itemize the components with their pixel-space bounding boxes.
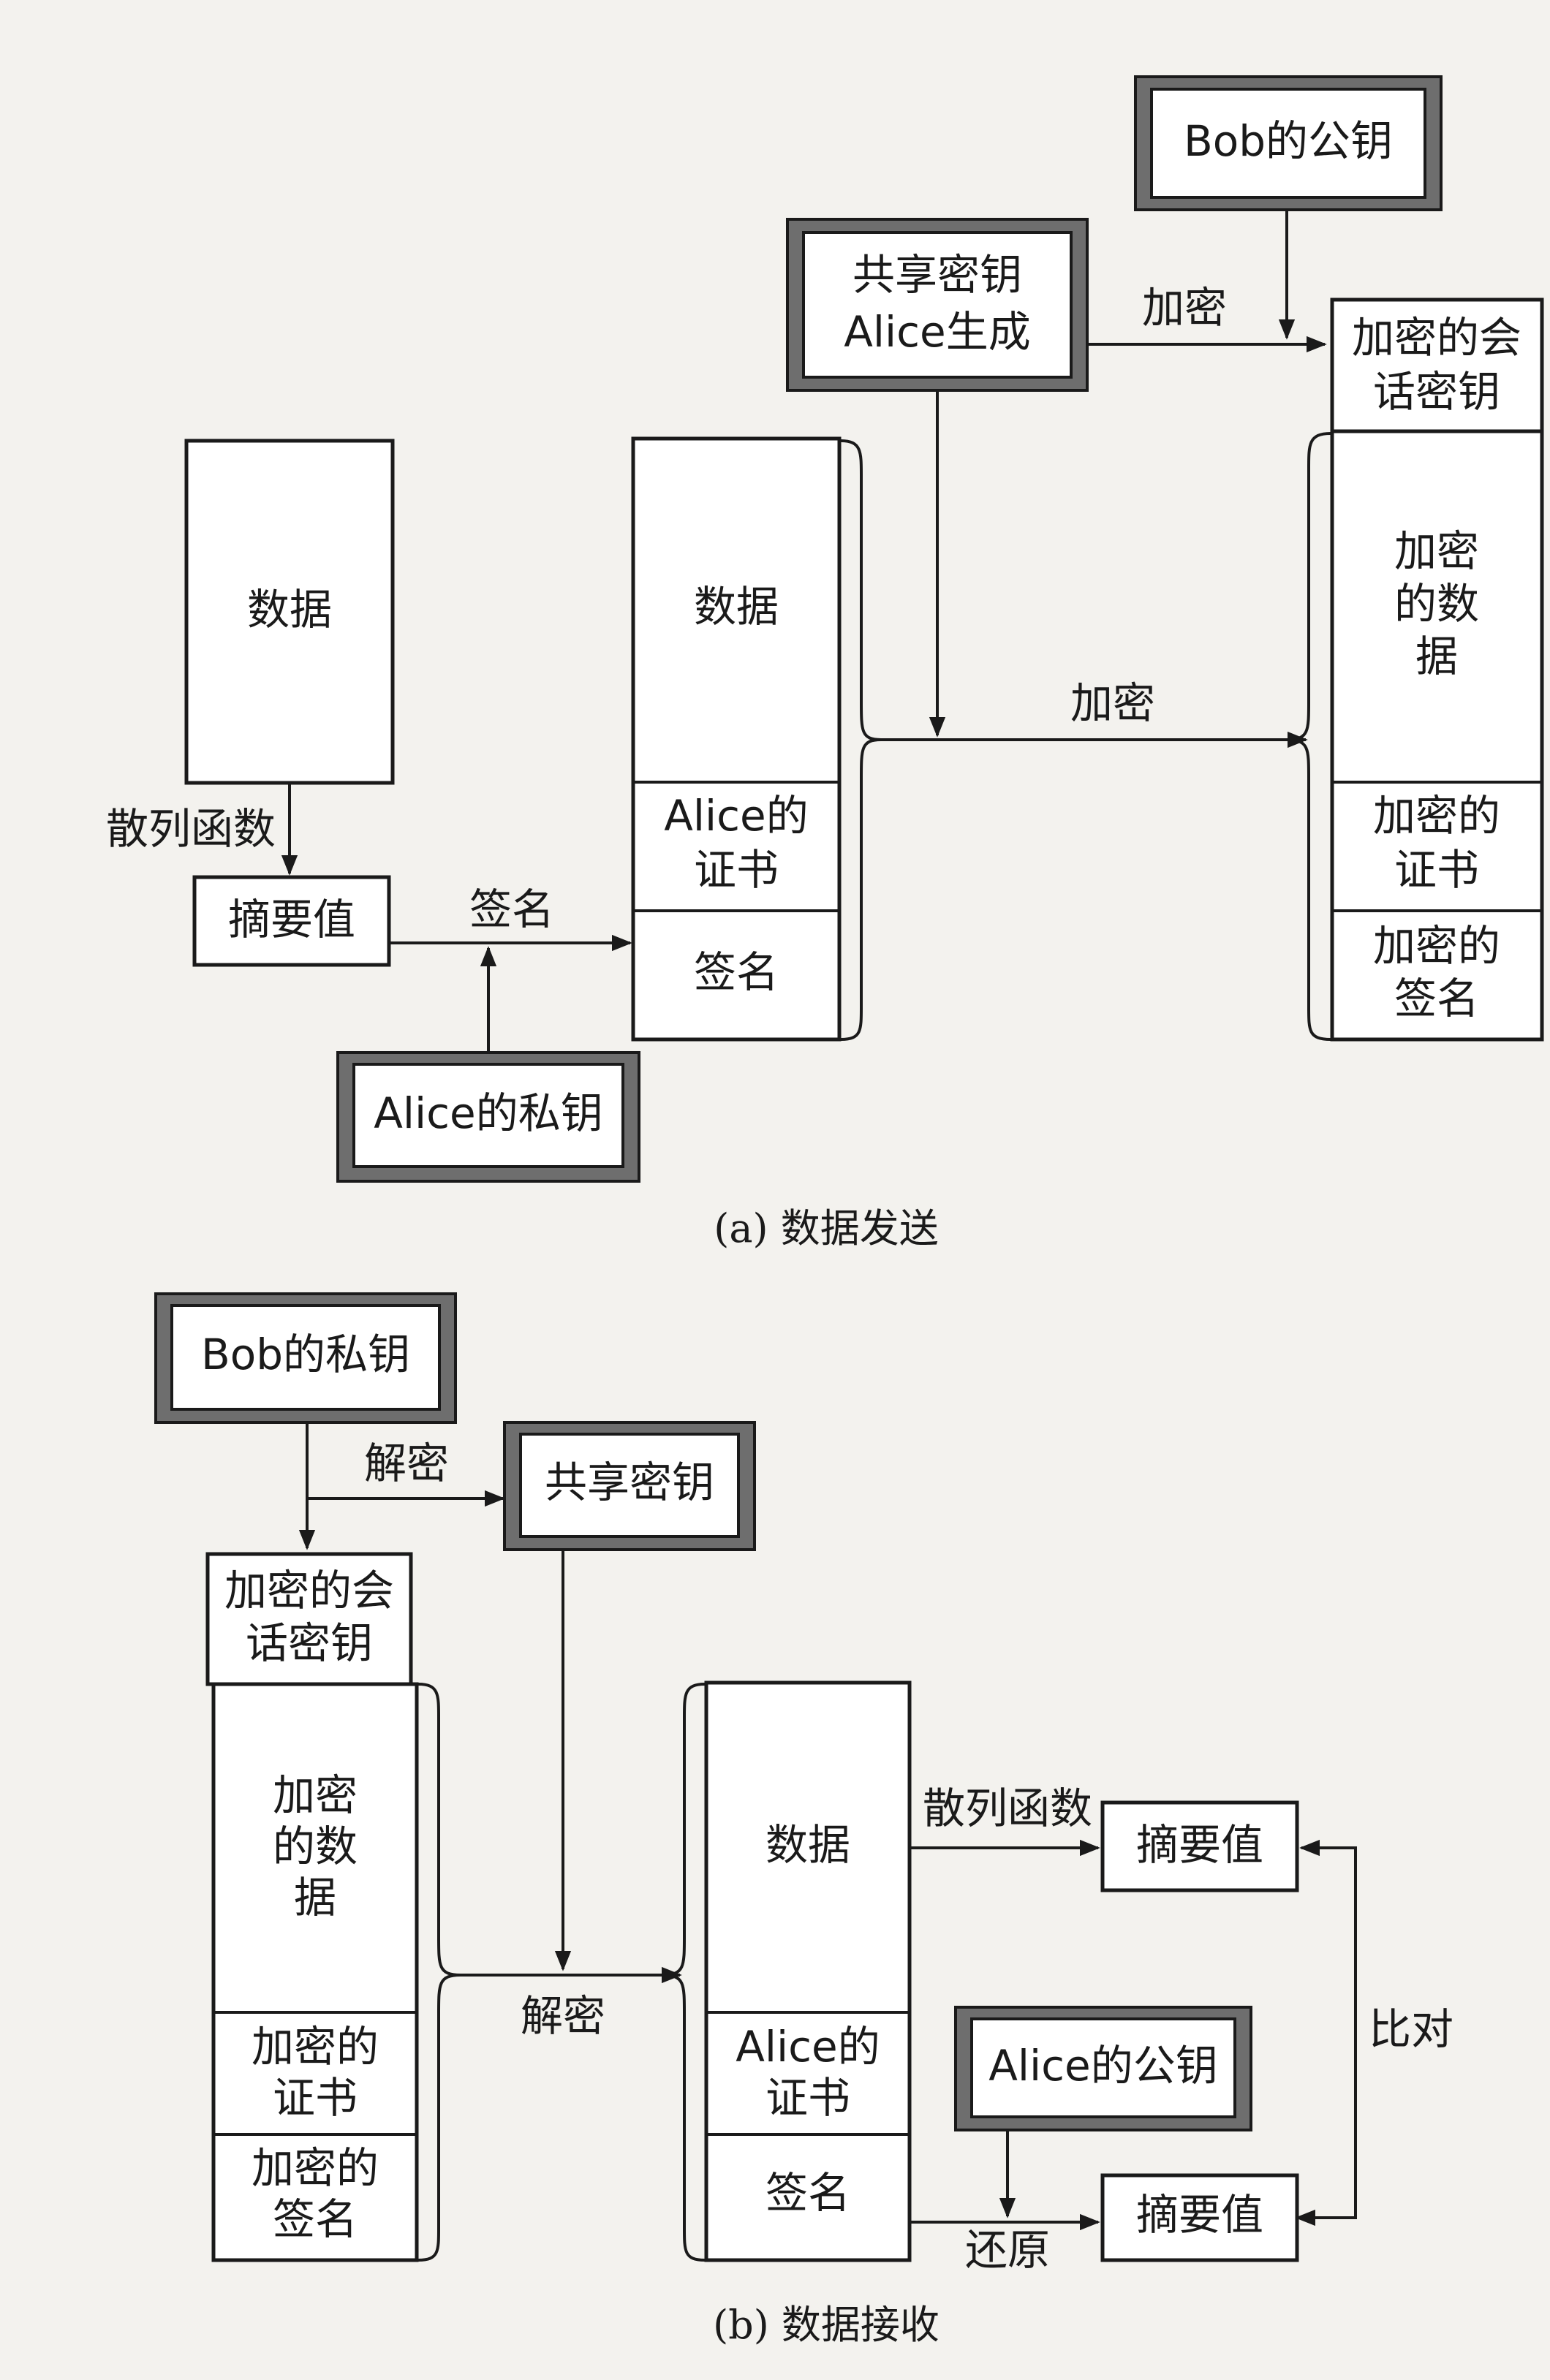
send-hash-label: 散列函数 (106, 804, 276, 854)
send-enc-data-1: 加密 (1394, 526, 1479, 576)
send-enc-session-key-1: 加密的会 (1352, 313, 1521, 363)
recv-enc-cert-1: 加密的 (252, 2022, 379, 2072)
recv-enc-data-1: 加密 (273, 1770, 358, 1820)
recv-decrypt-label-top: 解密 (364, 1439, 449, 1488)
send-sign-label: 签名 (469, 884, 554, 934)
send-data-label: 数据 (247, 585, 332, 634)
send-encrypted-output: 加密的会 话密钥 加密 的数 据 加密的 证书 加密的 签名 (1330, 298, 1544, 1042)
alice-private-key-label: Alice的私钥 (374, 1088, 602, 1138)
recv-encrypted-input: 加密的会 话密钥 加密 的数 据 加密的 证书 加密的 签名 (205, 1552, 419, 2262)
recv-enc-session-key-2: 话密钥 (246, 1618, 373, 1668)
send-enc-cert-2: 证书 (1394, 845, 1479, 895)
shared-key-label-2: Alice生成 (844, 307, 1030, 357)
alice-public-key-box: Alice的公钥 (954, 2006, 1252, 2131)
send-bundle-cert-2: 证书 (694, 845, 779, 895)
recv-enc-cert-2: 证书 (273, 2073, 358, 2123)
shared-key-box-recv: 共享密钥 (503, 1421, 756, 1551)
send-enc-cert-1: 加密的 (1373, 791, 1500, 841)
recv-input-brace (417, 1683, 461, 2262)
bob-public-key-box: Bob的公钥 (1134, 75, 1443, 211)
recv-digest-box-1: 摘要值 (1100, 1800, 1299, 1892)
recv-compare-label: 比对 (1369, 2004, 1453, 2054)
send-enc-sig-2: 签名 (1394, 974, 1479, 1023)
recv-bundle-data: 数据 (765, 1820, 850, 1870)
bob-private-key-box: Bob的私钥 (154, 1292, 457, 1424)
send-bundle-signature: 签名 (694, 947, 779, 997)
recv-bundle-signature: 签名 (765, 2168, 850, 2218)
alice-public-key-label: Alice的公钥 (988, 2041, 1217, 2091)
recv-enc-data-3: 据 (294, 1873, 336, 1922)
send-bundle-data: 数据 (694, 582, 779, 632)
send-bundle: 数据 Alice的 证书 签名 (631, 436, 842, 1042)
recv-digest-label-2: 摘要值 (1136, 2190, 1263, 2240)
send-caption: (a) 数据发送 (714, 1205, 939, 1251)
send-enc-data-2: 的数 (1394, 579, 1479, 629)
send-digest-label: 摘要值 (228, 895, 355, 944)
recv-restore-label: 还原 (965, 2225, 1050, 2275)
send-encrypt-label-top: 加密 (1142, 283, 1227, 333)
send-digest-box: 摘要值 (192, 875, 391, 967)
send-data-box: 数据 (184, 439, 395, 785)
recv-enc-sig-1: 加密的 (252, 2143, 379, 2193)
recv-compare-arrow (1295, 1839, 1357, 2226)
recv-bundle: 数据 Alice的 证书 签名 (704, 1680, 912, 2262)
bob-public-key-label: Bob的公钥 (1184, 116, 1393, 166)
recv-digest-label-1: 摘要值 (1136, 1820, 1263, 1870)
recv-enc-sig-2: 签名 (273, 2194, 358, 2244)
recv-bundle-cert-2: 证书 (765, 2073, 850, 2123)
recv-decrypt-label-mid: 解密 (521, 1991, 605, 2041)
send-bundle-brace (840, 439, 882, 1041)
receive-caption: (b) 数据接收 (713, 2302, 940, 2348)
shared-key-box-send: 共享密钥 Alice生成 (786, 218, 1089, 392)
recv-bundle-brace (662, 1683, 706, 2262)
shared-key-label-1: 共享密钥 (852, 250, 1022, 300)
send-enc-data-3: 据 (1415, 632, 1458, 681)
alice-private-key-box: Alice的私钥 (336, 1051, 640, 1183)
recv-digest-box-2: 摘要值 (1100, 2173, 1299, 2262)
recv-hash-label: 散列函数 (923, 1784, 1092, 1833)
recv-bundle-cert-1: Alice的 (736, 2022, 880, 2072)
bob-private-key-label: Bob的私钥 (201, 1330, 410, 1379)
recv-enc-data-2: 的数 (273, 1822, 358, 1871)
send-output-brace (1286, 432, 1331, 1041)
send-bundle-cert-1: Alice的 (664, 791, 808, 841)
send-diagram: 数据 散列函数 摘要值 签名 Alice的私钥 数据 Alice的 证书 签名 (106, 75, 1544, 1251)
send-encrypt-label-mid: 加密 (1070, 678, 1155, 728)
recv-shared-key-label: 共享密钥 (545, 1458, 714, 1507)
send-enc-session-key-2: 话密钥 (1373, 367, 1500, 417)
recv-enc-session-key-1: 加密的会 (224, 1566, 394, 1615)
send-enc-sig-1: 加密的 (1373, 921, 1500, 971)
receive-diagram: Bob的私钥 解密 共享密钥 加密的会 话密钥 加密 的数 据 加密的 证书 加… (154, 1292, 1453, 2348)
